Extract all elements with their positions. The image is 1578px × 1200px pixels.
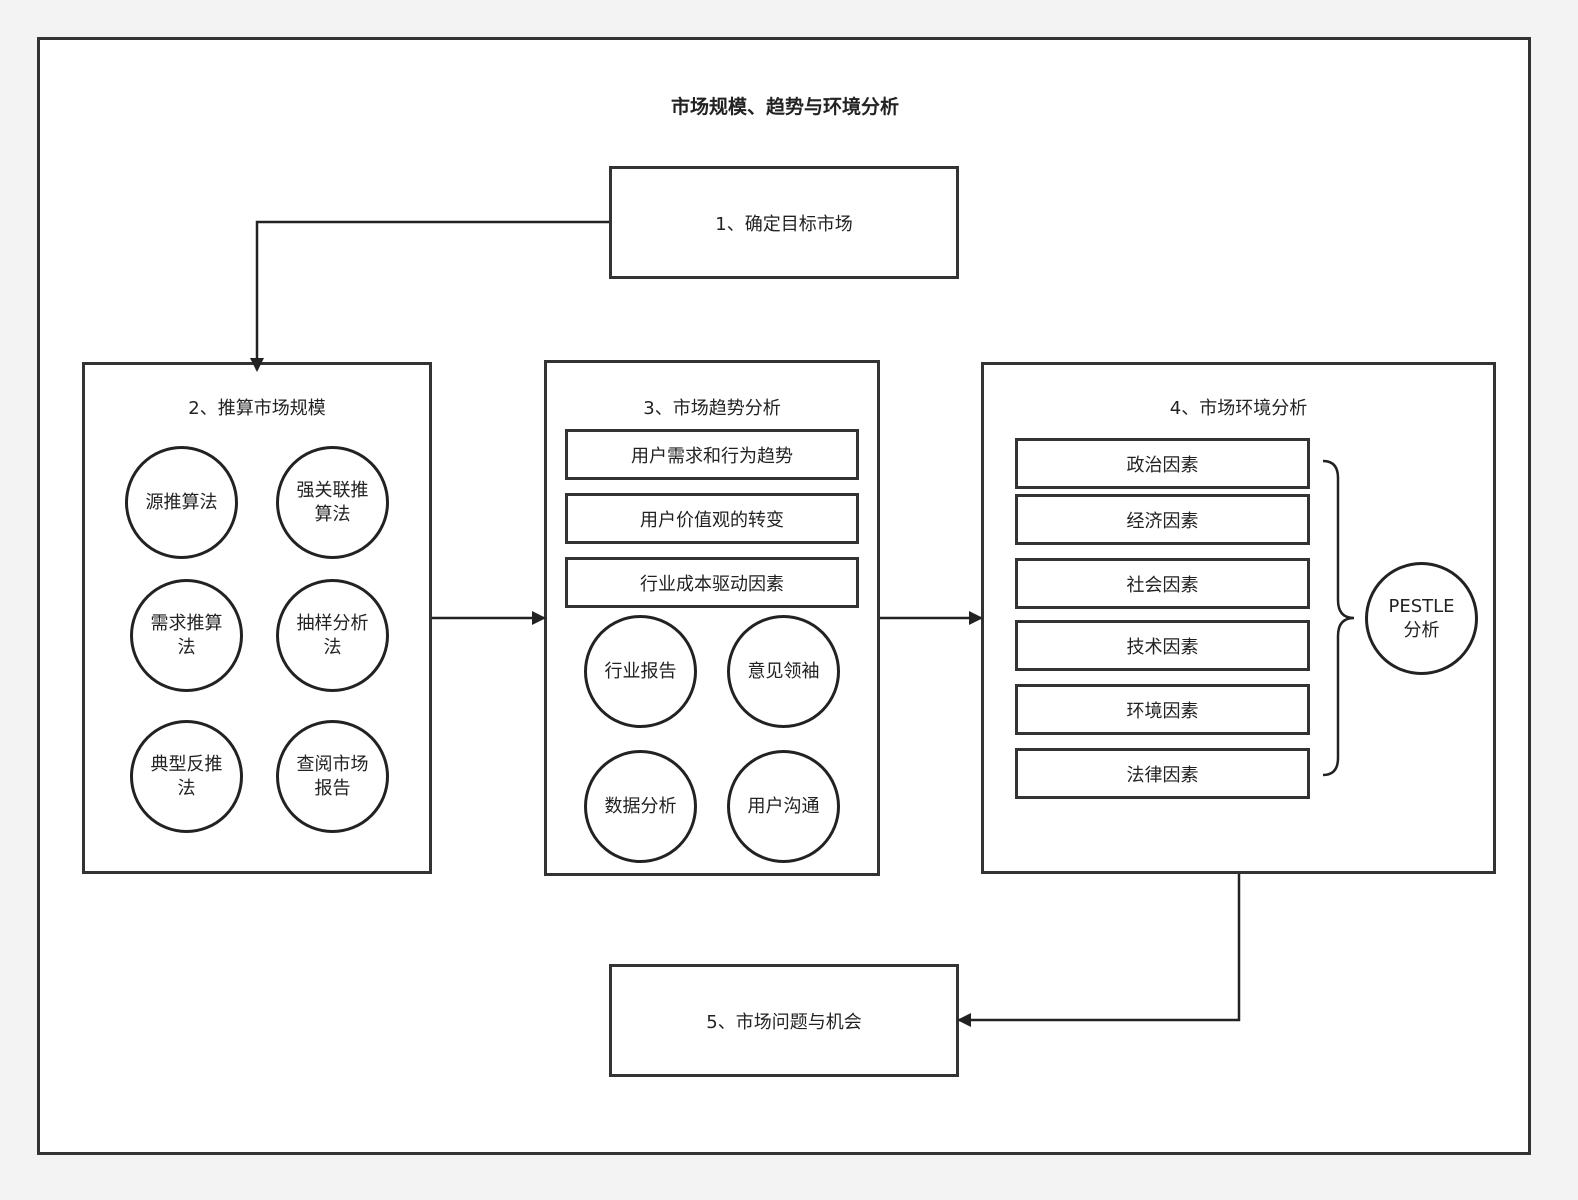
step4-label: 4、市场环境分析 [1169, 398, 1308, 419]
factor-box: 技术因素 [1015, 620, 1310, 671]
factor-box: 法律因素 [1015, 748, 1310, 799]
method-circle: 抽样分析法 [276, 579, 389, 692]
factor-box: 环境因素 [1015, 684, 1310, 735]
step1-box: 1、确定目标市场 [609, 166, 959, 279]
step5-label: 5、市场问题与机会 [706, 1011, 862, 1033]
method-circle: 源推算法 [125, 446, 238, 559]
source-circle: 意见领袖 [727, 615, 840, 728]
pestle-circle: PESTLE 分析 [1365, 562, 1478, 675]
source-circle: 行业报告 [584, 615, 697, 728]
diagram-title: 市场规模、趋势与环境分析 [670, 96, 899, 118]
trend-box: 用户价值观的转变 [565, 493, 859, 544]
factor-box: 经济因素 [1015, 494, 1310, 545]
method-circle: 强关联推算法 [276, 446, 389, 559]
factor-box: 社会因素 [1015, 558, 1310, 609]
step5-box: 5、市场问题与机会 [609, 964, 959, 1077]
method-circle: 查阅市场报告 [276, 720, 389, 833]
method-circle: 典型反推法 [130, 720, 243, 833]
source-circle: 用户沟通 [727, 750, 840, 863]
step2-label: 2、推算市场规模 [188, 398, 326, 419]
trend-box: 行业成本驱动因素 [565, 557, 859, 608]
method-circle: 需求推算法 [130, 579, 243, 692]
step1-label: 1、确定目标市场 [715, 213, 853, 235]
arrow-step1-to-step2 [250, 220, 609, 372]
step3-label: 3、市场趋势分析 [643, 398, 781, 419]
arrow-step4-to-step5 [957, 874, 1241, 1027]
factor-box: 政治因素 [1015, 438, 1310, 489]
trend-box: 用户需求和行为趋势 [565, 429, 859, 480]
source-circle: 数据分析 [584, 750, 697, 863]
factors-brace [1322, 459, 1355, 777]
